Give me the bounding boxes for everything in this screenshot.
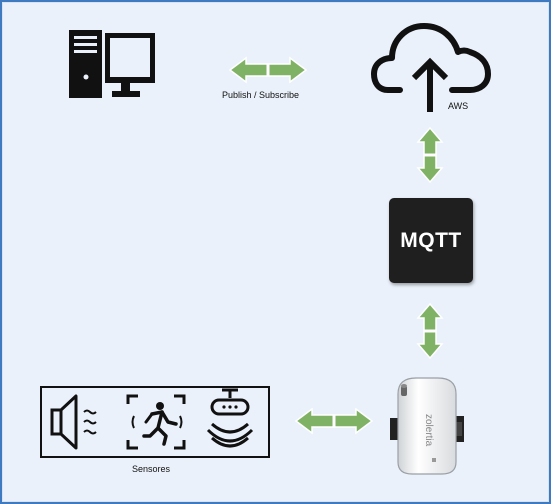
publish-subscribe-label: Publish / Subscribe xyxy=(222,90,300,100)
cloud-upload-icon xyxy=(371,23,491,112)
zolertia-device: zolertia xyxy=(390,377,464,475)
device-brand-text: zolertia xyxy=(423,414,434,447)
motion-detector-icon xyxy=(126,394,186,450)
mqtt-broker-box: MQTT xyxy=(389,198,473,283)
mqtt-label: MQTT xyxy=(400,228,462,252)
speaker-sound-icon xyxy=(50,394,97,450)
desktop-computer-icon xyxy=(69,30,155,98)
publish-subscribe-arrow xyxy=(228,56,308,84)
sensors-panel xyxy=(40,386,270,458)
proximity-sensor-icon xyxy=(206,388,254,448)
mqtt-device-arrow xyxy=(416,302,444,360)
aws-mqtt-arrow xyxy=(416,126,444,184)
sensores-label: Sensores xyxy=(132,464,171,474)
sensors-device-arrow xyxy=(294,407,374,435)
aws-label: AWS xyxy=(448,101,469,111)
